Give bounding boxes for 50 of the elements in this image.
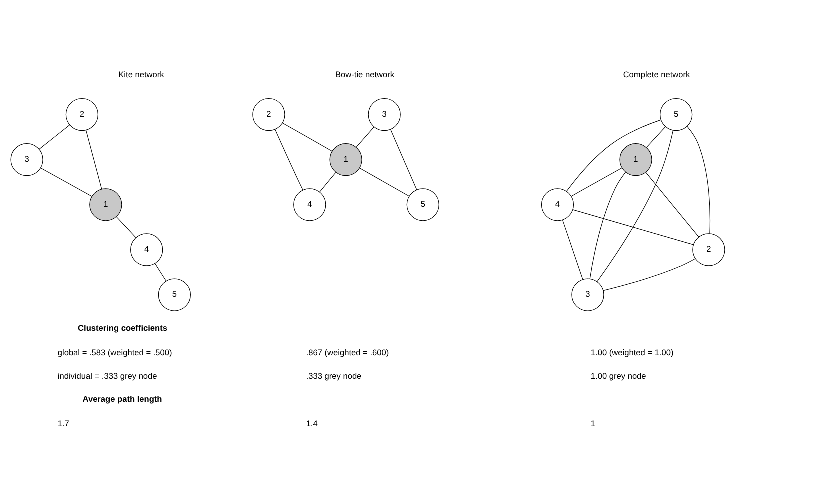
node-circle: 4 (541, 188, 574, 221)
label: Clustering coefficients (78, 322, 168, 333)
connector (687, 126, 711, 234)
connector (86, 130, 102, 190)
connector (154, 262, 167, 282)
connector (646, 172, 700, 238)
connector (116, 216, 136, 238)
label: Average path length (82, 394, 162, 404)
node-circle: 5 (158, 278, 191, 311)
node-circle: 2 (252, 98, 286, 131)
connector (274, 128, 304, 190)
label: Bow-tie network (336, 68, 395, 79)
label: 1 (590, 418, 596, 428)
connector (646, 126, 666, 148)
node-circle: 5 (660, 98, 693, 131)
connector (319, 172, 336, 192)
node-circle: 3 (572, 278, 604, 311)
label: .867 (weighted = .600) (306, 346, 390, 357)
node-circle: 2 (692, 233, 726, 266)
connector (572, 209, 694, 245)
connector (360, 167, 410, 196)
label: 1.7 (58, 418, 70, 428)
label: Kite network (118, 68, 164, 79)
label: 1.00 (weighted = 1.00) (590, 346, 674, 357)
node-circle: 1 (90, 188, 122, 221)
connector (590, 171, 626, 279)
connector (39, 124, 70, 150)
node-circle: 2 (66, 98, 98, 131)
connector (390, 128, 418, 190)
label: .333 grey node (306, 370, 362, 381)
connector (40, 167, 92, 196)
node-circle: 5 (406, 188, 440, 221)
connector (282, 122, 333, 152)
node-circle: 4 (294, 188, 326, 221)
connector (596, 130, 674, 282)
node-circle: 3 (368, 98, 401, 131)
label: 1.4 (306, 418, 318, 428)
label: global = .583 (weighted = .500) (58, 346, 172, 357)
node-circle: 4 (130, 233, 164, 266)
label: individual = .333 grey node (58, 370, 158, 381)
node-circle: 1 (330, 143, 362, 176)
node-circle: 1 (620, 143, 652, 176)
connector (566, 119, 662, 192)
connector (603, 258, 696, 291)
connector (562, 219, 584, 280)
label: 1.00 grey node (590, 370, 646, 381)
connector (356, 126, 375, 148)
label: Complete network (623, 68, 690, 79)
node-circle: 3 (10, 143, 44, 176)
connector (571, 167, 622, 196)
